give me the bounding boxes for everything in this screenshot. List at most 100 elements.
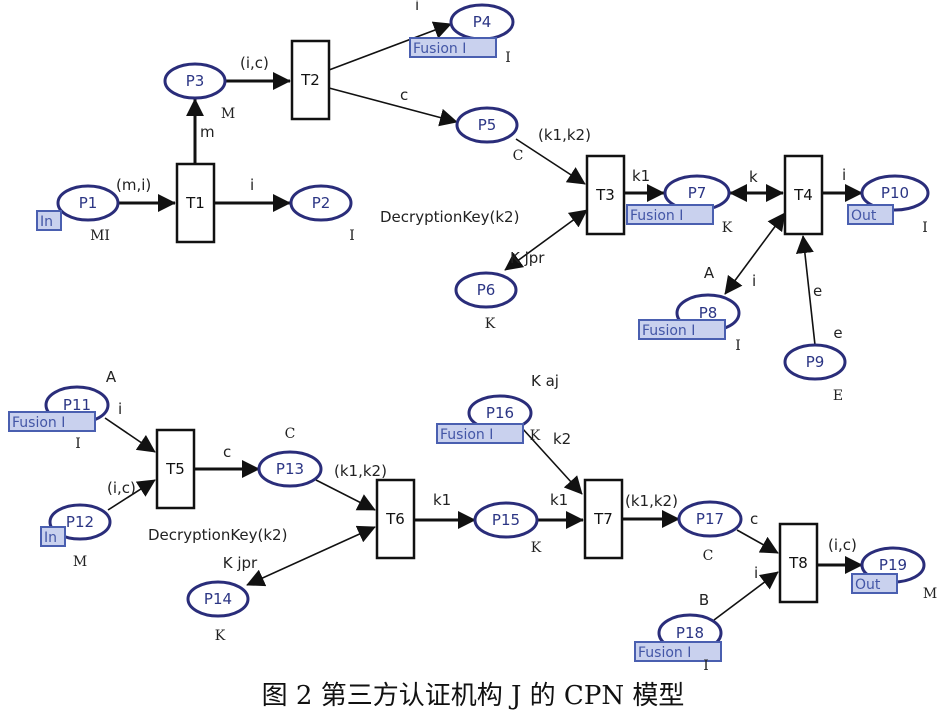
colorset-label: C [285, 426, 296, 442]
arc-p6-t3 [504, 209, 588, 271]
transition-name: T6 [385, 510, 405, 528]
transition-t5[interactable]: T5 [155, 428, 196, 510]
transition-t7[interactable]: T7 [583, 478, 624, 560]
arc-inscription: (m,i) [116, 176, 151, 194]
tag-box [436, 423, 524, 444]
place-ellipse[interactable] [56, 184, 120, 222]
transition-t2[interactable]: T2 [290, 39, 331, 121]
place-ellipse[interactable] [860, 174, 930, 212]
arc-inscription: i [250, 176, 254, 194]
place-ellipse[interactable] [783, 343, 847, 381]
transition-t1[interactable]: T1 [175, 162, 216, 244]
place-ellipse[interactable] [677, 500, 743, 538]
arc-inscription: k1 [550, 491, 568, 509]
place-tag: In [40, 526, 66, 547]
tag-label: Fusion I [642, 323, 695, 339]
place-ellipse[interactable] [186, 580, 250, 618]
tag-label: Fusion I [630, 208, 683, 224]
transition-box[interactable] [583, 478, 624, 560]
colorset-label: M [221, 106, 235, 122]
colorset-label: C [703, 548, 714, 564]
transition-box[interactable] [175, 162, 216, 244]
transition-box[interactable] [375, 478, 416, 560]
transition-box[interactable] [155, 428, 196, 510]
place-name: P4 [473, 13, 492, 31]
place-tag: Fusion I [638, 319, 726, 340]
arc-p17-t8 [736, 529, 779, 554]
initial-marking-label: B [699, 591, 709, 609]
transition-box[interactable] [290, 39, 331, 121]
transition-t4[interactable]: T4 [783, 154, 824, 236]
transition-name: T1 [185, 194, 205, 212]
place-p2[interactable]: P2 [289, 184, 353, 222]
arc-inscription: k [749, 168, 758, 186]
place-p9[interactable]: P9 [783, 343, 847, 381]
arc-inscription: i [118, 400, 122, 418]
place-ellipse[interactable] [257, 450, 323, 488]
arc-inscription: c [400, 86, 408, 104]
place-ellipse[interactable] [289, 184, 353, 222]
arcs-layer [104, 21, 863, 621]
place-name: P11 [63, 396, 91, 414]
place-p15[interactable]: P15 [473, 501, 539, 539]
arc-p16-t7 [521, 427, 583, 495]
place-tag: Fusion I [409, 37, 497, 58]
transition-t6[interactable]: T6 [375, 478, 416, 560]
place-p17[interactable]: P17 [677, 500, 743, 538]
colorset-label: MI [90, 228, 110, 244]
arc-inscription: c [750, 510, 758, 528]
transition-t8[interactable]: T8 [778, 522, 819, 604]
place-name: P19 [879, 556, 907, 574]
place-tag: Out [847, 204, 894, 225]
place-tag: Fusion I [626, 204, 714, 225]
place-p6[interactable]: P6 [454, 271, 518, 309]
transition-box[interactable] [778, 522, 819, 604]
place-p13[interactable]: P13 [257, 450, 323, 488]
colorset-label: I [75, 436, 81, 452]
place-p14[interactable]: P14 [186, 580, 250, 618]
place-name: P13 [276, 460, 304, 478]
tag-label: In [44, 530, 57, 546]
place-ellipse[interactable] [473, 501, 539, 539]
place-ellipse[interactable] [454, 271, 518, 309]
place-ellipse[interactable] [455, 106, 519, 144]
tag-box [8, 411, 96, 432]
place-name: P8 [699, 304, 718, 322]
tag-box [409, 37, 497, 58]
transition-box[interactable] [783, 154, 824, 236]
transition-name: T3 [595, 186, 615, 204]
tag-label: Fusion I [12, 415, 65, 431]
place-p3[interactable]: P3 [163, 62, 227, 100]
arc-p9-t4 [795, 235, 816, 346]
transition-t3[interactable]: T3 [585, 154, 626, 236]
place-ellipse[interactable] [163, 62, 227, 100]
arc-t2-p5 [328, 87, 458, 127]
transition-name: T7 [593, 510, 613, 528]
place-tag: Fusion I [436, 423, 524, 444]
tag-label: In [40, 214, 53, 230]
place-tag: Fusion I [8, 411, 96, 432]
tag-box [36, 210, 62, 231]
tag-box [626, 204, 714, 225]
arc-inscription: (i,c) [828, 536, 857, 554]
arc-inscription: K jpr [510, 249, 545, 267]
transition-box[interactable] [585, 154, 626, 236]
transition-name: T5 [165, 460, 185, 478]
place-name: P12 [66, 513, 94, 531]
place-p5[interactable]: P5 [455, 106, 519, 144]
place-name: P1 [79, 194, 98, 212]
place-name: P14 [204, 590, 232, 608]
colorset-label: I [505, 50, 511, 66]
